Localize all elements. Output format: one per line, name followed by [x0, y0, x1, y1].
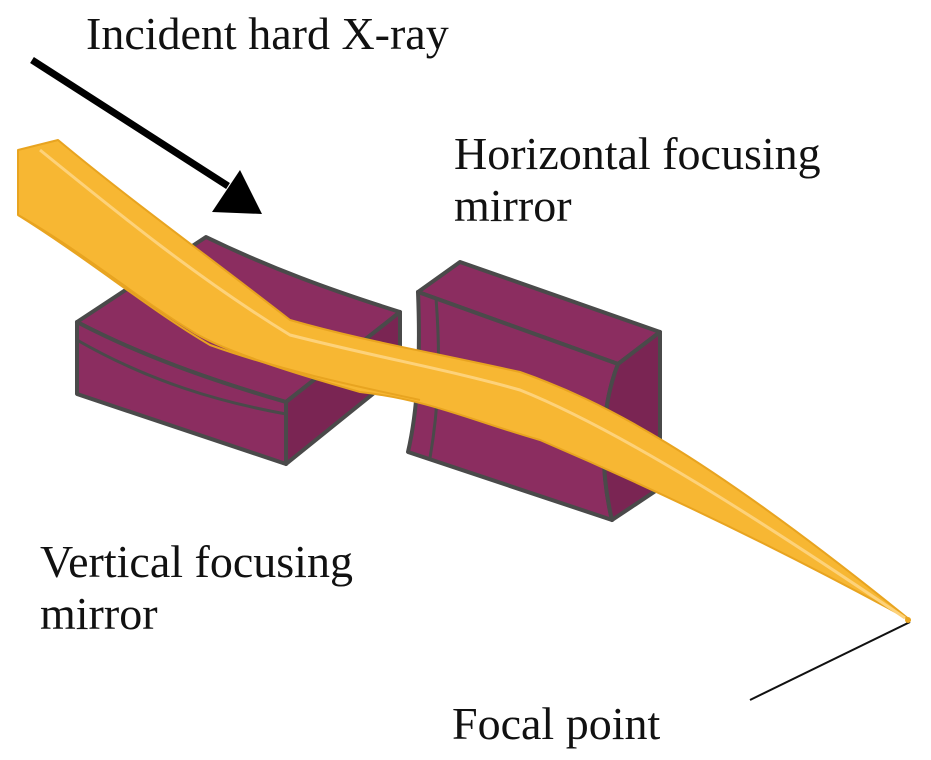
horizontal-mirror-label-line2: mirror [454, 180, 572, 231]
beam-highlight [39, 148, 906, 620]
focal-point-marker [905, 617, 911, 623]
vertical-mirror-label-line2: mirror [40, 588, 158, 639]
vertical-mirror-label-line1: Vertical focusing [40, 536, 353, 587]
focal-point-label: Focal point [452, 698, 661, 749]
incident-arrow-head [212, 170, 262, 214]
beam-ribbon [17, 139, 911, 621]
incident-xray-label: Incident hard X-ray [86, 8, 449, 59]
xray-beam [17, 139, 911, 621]
incident-arrow [30, 57, 262, 214]
beam-lower-edge [17, 214, 421, 401]
incident-arrow-shaft [30, 57, 230, 189]
horizontal-mirror-label: Horizontal focusing mirror [454, 128, 821, 232]
vertical-mirror-curve-line [76, 338, 287, 416]
focal-point-leader-line [749, 621, 911, 701]
vertical-mirror-label: Vertical focusing mirror [40, 536, 353, 640]
horizontal-mirror-label-line1: Horizontal focusing [454, 128, 821, 179]
